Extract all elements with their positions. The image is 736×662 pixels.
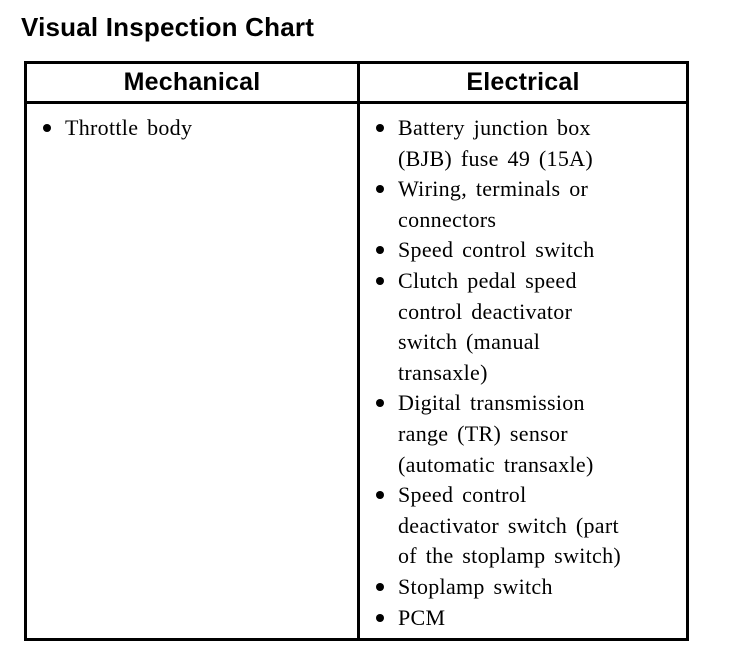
bullet-icon bbox=[43, 124, 51, 132]
column-divider bbox=[357, 64, 360, 101]
cell-mechanical: Throttle body bbox=[27, 104, 357, 638]
list-item: Clutch pedal speed control deactivator s… bbox=[360, 266, 686, 388]
list-item: Speed control switch bbox=[360, 235, 686, 266]
column-header-electrical: Electrical bbox=[466, 68, 580, 96]
column-divider bbox=[357, 104, 360, 638]
list-item-text: Battery junction box (BJB) fuse 49 (15A) bbox=[398, 115, 593, 171]
list-item: Speed control deactivator switch (part o… bbox=[360, 480, 686, 572]
table-body-row: Throttle body Battery junction box (BJB)… bbox=[27, 104, 686, 638]
list-item: Wiring, terminals or connectors bbox=[360, 174, 686, 235]
list-item: Battery junction box (BJB) fuse 49 (15A) bbox=[360, 113, 686, 174]
list-item-text: Speed control switch bbox=[398, 237, 595, 263]
bullet-icon bbox=[376, 276, 384, 285]
list-item-text: Speed control deactivator switch (part o… bbox=[398, 482, 622, 569]
bullet-icon bbox=[376, 124, 384, 132]
list-item-text: Digital transmission range (TR) sensor (… bbox=[398, 390, 594, 477]
bullet-icon bbox=[376, 613, 384, 622]
list-item-text: PCM bbox=[398, 604, 446, 630]
cell-electrical: Battery junction box (BJB) fuse 49 (15A)… bbox=[360, 104, 686, 638]
list-item: PCM bbox=[360, 603, 686, 634]
bullet-icon bbox=[376, 399, 384, 408]
list-item-text: Wiring, terminals or connectors bbox=[398, 176, 589, 232]
column-header-mechanical: Mechanical bbox=[123, 68, 261, 96]
list-item-text: Throttle body bbox=[65, 115, 193, 140]
list-item-text: Stoplamp switch bbox=[398, 573, 553, 599]
list-item: Digital transmission range (TR) sensor (… bbox=[360, 388, 686, 480]
bullet-icon bbox=[376, 185, 384, 194]
page-title: Visual Inspection Chart bbox=[21, 12, 315, 42]
table-header-row: Mechanical Electrical bbox=[27, 64, 686, 104]
bullet-icon bbox=[376, 491, 384, 500]
list-item: Stoplamp switch bbox=[360, 572, 686, 603]
visual-inspection-table: Mechanical Electrical Throttle body Batt… bbox=[24, 61, 689, 641]
list-item: Throttle body bbox=[27, 113, 357, 144]
bullet-icon bbox=[376, 582, 384, 591]
list-item-text: Clutch pedal speed control deactivator s… bbox=[398, 267, 577, 385]
bullet-icon bbox=[376, 246, 384, 255]
